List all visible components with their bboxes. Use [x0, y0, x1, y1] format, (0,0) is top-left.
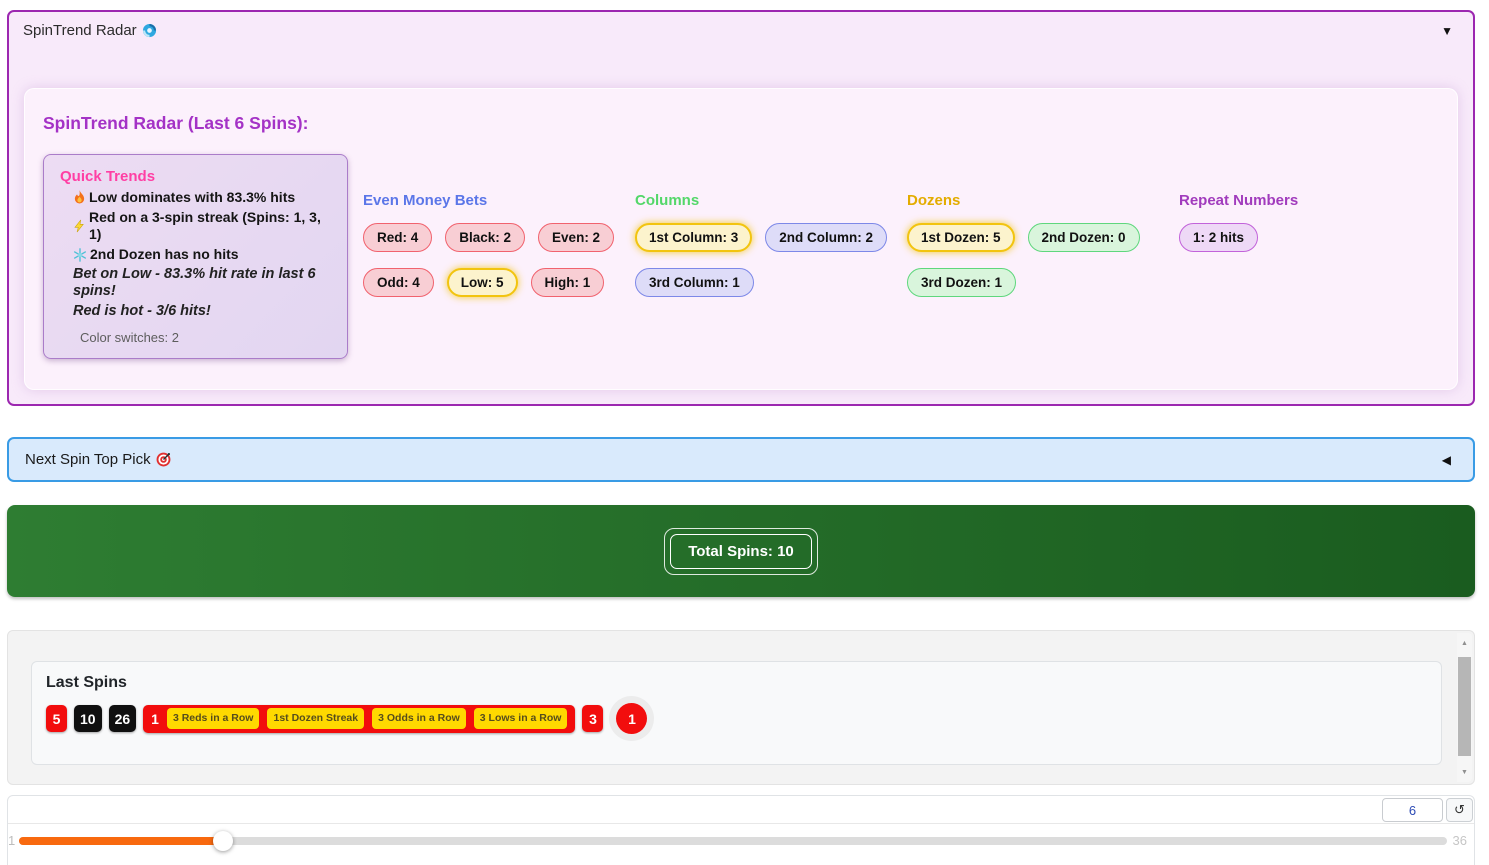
stat-pill: Red: 4 — [363, 223, 433, 252]
stat-pill: High: 1 — [530, 268, 605, 297]
next-spin-top-pick-bar[interactable]: Next Spin Top Pick ◀ — [7, 437, 1475, 482]
target-icon — [156, 452, 171, 467]
stat-pill: Black: 2 — [445, 223, 526, 252]
cyclone-icon — [142, 23, 157, 38]
spintrend-radar-panel: SpinTrend Radar ▼ SpinTrend Radar (Last … — [7, 10, 1475, 406]
spin-number: 1 — [628, 710, 636, 727]
stat-pill: 3rd Dozen: 1 — [907, 268, 1017, 297]
expand-caret-icon[interactable]: ◀ — [1441, 452, 1451, 467]
pill-row: 3rd Dozen: 1 — [907, 268, 1179, 297]
lightning-icon — [73, 219, 86, 233]
refresh-button[interactable]: ↺ — [1446, 798, 1473, 822]
trend-item: Red on a 3-spin streak (Spins: 1, 3, 1) — [73, 209, 331, 243]
group-title-repeat-numbers: Repeat Numbers — [1179, 192, 1299, 209]
trend-text: Red on a 3-spin streak (Spins: 1, 3, 1) — [89, 209, 321, 242]
stat-pill: 2nd Column: 2 — [765, 223, 888, 252]
snowflake-icon — [73, 247, 87, 262]
spin-number: 5 — [52, 710, 61, 727]
last-spins-title: Last Spins — [46, 674, 127, 691]
trend-text: Low dominates with 83.3% hits — [89, 189, 296, 205]
trend-item: 2nd Dozen has no hits — [73, 246, 331, 263]
stat-pill: Odd: 4 — [363, 268, 434, 297]
spins-count-input[interactable] — [1382, 798, 1443, 822]
slider-min-label: 1 — [8, 833, 16, 848]
trend-suggestion: Bet on Low - 83.3% hit rate in last 6 sp… — [73, 266, 316, 299]
spin-chip: 10 — [74, 705, 102, 732]
group-title-dozens: Dozens — [907, 192, 961, 209]
radar-title: SpinTrend Radar (Last 6 Spins): — [43, 113, 309, 133]
last-spins-panel: Last Spins 5 10 26 1 3 Reds in a Row 1st Doze… — [7, 630, 1475, 785]
stat-pill: 1st Dozen: 5 — [907, 223, 1015, 252]
pill-row: 1st Column: 3 2nd Column: 2 — [635, 223, 907, 252]
spin-number: 1 — [151, 710, 159, 727]
spin-number: 26 — [114, 710, 131, 727]
quick-trends-card: Quick Trends Low dominates with 83.3% hi… — [43, 154, 348, 359]
controls-toolbar: ↺ — [8, 796, 1474, 824]
quick-trends-title: Quick Trends — [60, 168, 156, 185]
stat-pill: 1: 2 hits — [1179, 223, 1259, 252]
group-title-columns: Columns — [635, 192, 700, 209]
vertical-scrollbar[interactable]: ▲ ▼ — [1457, 633, 1472, 782]
pill-row: 1: 2 hits — [1179, 223, 1451, 252]
slider-max-label: 36 — [1452, 833, 1467, 848]
scrollbar-up-arrow-icon[interactable]: ▲ — [1461, 639, 1468, 647]
stat-pill: 3rd Column: 1 — [635, 268, 754, 297]
stat-pill: 2nd Dozen: 0 — [1027, 223, 1140, 252]
streak-badge: 3 Lows in a Row — [473, 708, 568, 729]
scrollbar-thumb[interactable] — [1458, 657, 1471, 756]
stat-group-dozens: Dozens 1st Dozen: 5 2nd Dozen: 0 3rd Dozen:… — [907, 192, 1179, 313]
spin-number: 3 — [589, 710, 597, 727]
radar-header-label: SpinTrend Radar — [23, 22, 137, 39]
slider-thumb[interactable] — [213, 831, 233, 851]
next-pick-label: Next Spin Top Pick — [25, 451, 151, 468]
quick-trends-suggestions: Bet on Low - 83.3% hit rate in last 6 sp… — [60, 266, 331, 320]
stat-pill: Even: 2 — [538, 223, 615, 252]
trend-text: 2nd Dozen has no hits — [90, 246, 239, 262]
streak-badge: 3 Reds in a Row — [166, 708, 260, 729]
last-spins-chips: 5 10 26 1 3 Reds in a Row 1st Dozen Streak 3 O… — [46, 703, 1427, 734]
streak-badge: 3 Odds in a Row — [372, 708, 466, 729]
stat-group-repeat-numbers: Repeat Numbers 1: 2 hits — [1179, 192, 1451, 313]
pill-row: Odd: 4 Low: 5 High: 1 — [363, 268, 635, 297]
stat-pill: 1st Column: 3 — [635, 223, 753, 252]
total-spins-badge: Total Spins: 10 — [670, 533, 812, 569]
spin-controls-panel: ↺ 1 36 — [7, 795, 1475, 865]
group-title-even-money-bets: Even Money Bets — [363, 192, 488, 209]
total-spins-panel: Total Spins: 10 — [7, 505, 1475, 597]
spin-chip: 1 3 Reds in a Row 1st Dozen Streak 3 Odds i… — [143, 704, 576, 733]
number-slider[interactable] — [19, 831, 1447, 851]
streak-badge: 1st Dozen Streak — [267, 708, 365, 729]
spin-chip: 3 — [582, 705, 604, 732]
last-spins-card: Last Spins 5 10 26 1 3 Reds in a Row 1st Doze… — [31, 661, 1442, 765]
trend-suggestion: Red is hot - 3/6 hits! — [73, 303, 211, 319]
stat-group-columns: Columns 1st Column: 3 2nd Column: 2 3rd Col… — [635, 192, 907, 313]
refresh-icon: ↺ — [1454, 802, 1465, 817]
spin-number: 10 — [80, 710, 96, 727]
pill-row: Red: 4 Black: 2 Even: 2 — [363, 223, 635, 252]
stat-pill: Low: 5 — [446, 268, 518, 297]
spin-chip: 5 — [46, 705, 67, 732]
number-slider-row: 1 36 — [8, 824, 1474, 865]
spin-chip: 26 — [108, 705, 137, 732]
collapse-caret-icon[interactable]: ▼ — [1441, 23, 1453, 38]
slider-fill — [19, 837, 223, 845]
trend-item: Low dominates with 83.3% hits — [73, 189, 331, 206]
spin-chip: 1 — [616, 703, 648, 734]
radar-content: SpinTrend Radar (Last 6 Spins): Quick Tr… — [24, 88, 1458, 390]
total-spins-badge-frame: Total Spins: 10 — [664, 527, 818, 575]
fire-icon — [73, 190, 86, 205]
pill-row: 3rd Column: 1 — [635, 268, 907, 297]
pill-row: 1st Dozen: 5 2nd Dozen: 0 — [907, 223, 1179, 252]
radar-accordion-header[interactable]: SpinTrend Radar ▼ — [9, 12, 1473, 39]
color-switches-note: Color switches: 2 — [80, 330, 179, 345]
scrollbar-down-arrow-icon[interactable]: ▼ — [1461, 768, 1468, 776]
